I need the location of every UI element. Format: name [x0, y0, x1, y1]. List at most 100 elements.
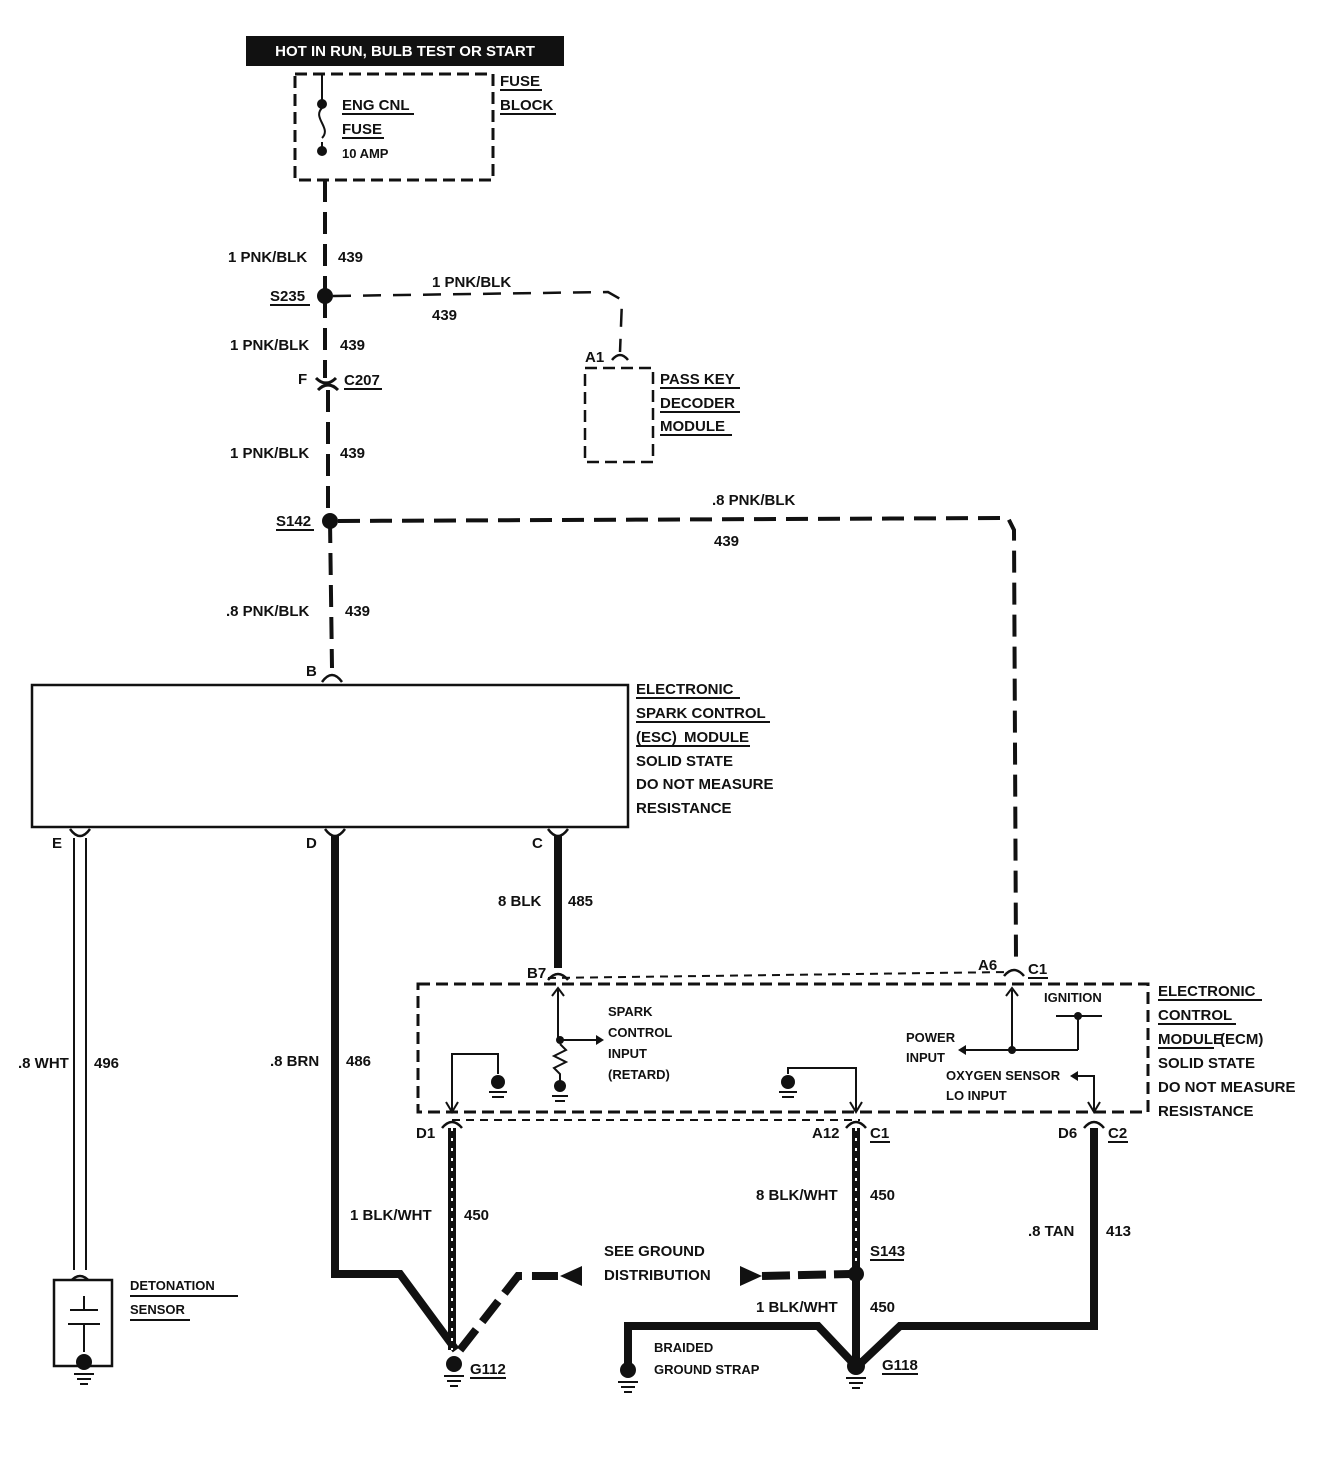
g112-label: G112 [470, 1361, 506, 1378]
ecm-line4: SOLID STATE [1158, 1055, 1255, 1072]
wire6-circuit: 439 [345, 603, 370, 620]
strap-line1: BRAIDED [654, 1340, 713, 1355]
wire10-circuit: 450 [464, 1207, 489, 1224]
splice-s142 [322, 513, 338, 529]
wire9-gauge: .8 BRN [270, 1053, 319, 1070]
strap-line2: GROUND STRAP [654, 1362, 760, 1377]
wire4-circuit: 439 [340, 445, 365, 462]
connector-c207 [314, 376, 340, 392]
ecm-power-line2: INPUT [906, 1050, 945, 1065]
power-source-label: HOT IN RUN, BULB TEST OR START [275, 43, 535, 60]
esc-pin-c: C [532, 835, 543, 852]
detonation-ground-icon [76, 1354, 92, 1370]
wire12-gauge: 1 BLK/WHT [756, 1299, 838, 1316]
esc-line2: SPARK CONTROL [636, 705, 766, 722]
ecm-pin-a12: A12 [812, 1125, 840, 1142]
ecm-module: B7 A6 C1 SPARK CONTROL INPUT (RETARD) [416, 957, 1296, 1143]
wire-to-ground-distribution-right [761, 1270, 851, 1280]
ecm-pin-a6: A6 [978, 957, 997, 974]
ecm-power-line1: POWER [906, 1030, 956, 1045]
fuse-block: ENG CNL FUSE 10 AMP FUSE BLOCK [293, 72, 556, 182]
wire-496 [73, 838, 87, 1270]
wire-413 [859, 1128, 1098, 1365]
fuse-block-label-1: FUSE [500, 73, 540, 90]
wire7-circuit: 485 [568, 893, 593, 910]
wire-to-pass-key [332, 290, 624, 353]
fuse-block-label-2: BLOCK [500, 97, 553, 114]
power-source-header: HOT IN RUN, BULB TEST OR START [246, 36, 564, 66]
c207-label: C207 [344, 372, 380, 389]
esc-line3a: (ESC) [636, 729, 677, 746]
wire3-gauge: 1 PNK/BLK [230, 337, 309, 354]
esc-line6: RESISTANCE [636, 800, 732, 817]
circuit-439-trunk [323, 180, 334, 669]
wire6-gauge: .8 PNK/BLK [226, 603, 310, 620]
ecm-line3b: (ECM) [1220, 1031, 1263, 1048]
esc-line5: DO NOT MEASURE [636, 776, 774, 793]
ecm-ignition: IGNITION [1044, 990, 1102, 1005]
ecm-pin-d6: D6 [1058, 1125, 1077, 1142]
ecm-pin-c1-bottom: C1 [870, 1125, 889, 1142]
ecm-line6: RESISTANCE [1158, 1103, 1254, 1120]
wire2-circuit: 439 [432, 307, 457, 324]
wire3-circuit: 439 [340, 337, 365, 354]
esc-line3b: MODULE [684, 729, 749, 746]
pass-key-line2: DECODER [660, 395, 735, 412]
ground-g112: G112 [444, 1356, 506, 1387]
splice-s235-label: S235 [270, 288, 305, 305]
c207-pin: F [298, 371, 307, 388]
wire13-circuit: 413 [1106, 1223, 1131, 1240]
wire5-gauge: .8 PNK/BLK [712, 492, 796, 509]
wire8-circuit: 496 [94, 1055, 119, 1072]
ecm-spark-line3: INPUT [608, 1046, 647, 1061]
wire11-gauge: 8 BLK/WHT [756, 1187, 838, 1204]
fuse-name-line1: ENG CNL [342, 97, 410, 114]
wire-to-ground-distribution-left [456, 1272, 560, 1353]
g118-label: G118 [882, 1357, 918, 1374]
wire5-circuit: 439 [714, 533, 739, 550]
braided-strap-ground-icon [620, 1362, 636, 1378]
fuse-rating: 10 AMP [342, 146, 389, 161]
detonation-line1: DETONATION [130, 1278, 215, 1293]
ecm-line2: CONTROL [1158, 1007, 1232, 1024]
splice-s142-label: S142 [276, 513, 311, 530]
wire4-gauge: 1 PNK/BLK [230, 445, 309, 462]
wire8-gauge: .8 WHT [18, 1055, 69, 1072]
wire12-circuit: 450 [870, 1299, 895, 1316]
see-ground-line1: SEE GROUND [604, 1243, 705, 1260]
ground-g118: G118 [846, 1357, 918, 1389]
wire10-gauge: 1 BLK/WHT [350, 1207, 432, 1224]
ecm-spark-line2: CONTROL [608, 1025, 672, 1040]
detonation-sensor: DETONATION SENSOR [52, 1274, 238, 1385]
braided-ground-strap-wire [624, 1322, 855, 1365]
ecm-spark-line1: SPARK [608, 1004, 653, 1019]
pass-key-line3: MODULE [660, 418, 725, 435]
ecm-pin-c1-top: C1 [1028, 961, 1047, 978]
ecm-line3a: MODULE [1158, 1031, 1223, 1048]
ecm-spark-line4: (RETARD) [608, 1067, 670, 1082]
ecm-pin-d1: D1 [416, 1125, 435, 1142]
wire2-gauge: 1 PNK/BLK [432, 274, 511, 291]
wire-486 [331, 836, 460, 1353]
g118-ground-icon [847, 1357, 865, 1375]
detonation-line2: SENSOR [130, 1302, 186, 1317]
wire1-gauge: 1 PNK/BLK [228, 249, 307, 266]
esc-pin-e: E [52, 835, 62, 852]
ecm-pin-c2: C2 [1108, 1125, 1127, 1142]
splice-s235 [317, 288, 333, 304]
esc-line4: SOLID STATE [636, 753, 733, 770]
ecm-pin-b7: B7 [527, 965, 546, 982]
pass-key-decoder-module: A1 PASS KEY DECODER MODULE [583, 349, 740, 464]
wire9-circuit: 486 [346, 1053, 371, 1070]
esc-pin-b: B [306, 663, 317, 680]
wire11-circuit: 450 [870, 1187, 895, 1204]
esc-module: B ELECTRONIC SPARK CONTROL (ESC) MODULE … [30, 663, 774, 852]
wire13-gauge: .8 TAN [1028, 1223, 1074, 1240]
pass-key-line1: PASS KEY [660, 371, 735, 388]
esc-pin-d: D [306, 835, 317, 852]
splice-s143-label: S143 [870, 1243, 905, 1260]
ecm-line5: DO NOT MEASURE [1158, 1079, 1296, 1096]
pass-key-pin: A1 [585, 349, 604, 366]
wire7-gauge: 8 BLK [498, 893, 542, 910]
